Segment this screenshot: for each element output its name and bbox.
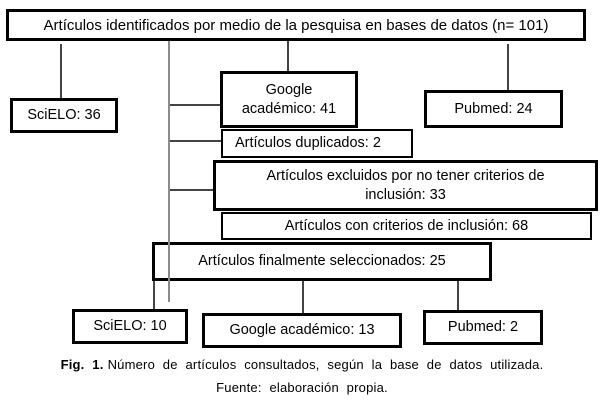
- node-final-selected-label: Artículos finalmente seleccionados: 25: [198, 253, 446, 269]
- node-final-selected: Artículos finalmente seleccionados: 25: [152, 242, 492, 281]
- node-google-initial: Google académico: 41: [220, 71, 358, 128]
- connector-spine-to-google-initial: [168, 104, 220, 106]
- node-pubmed-initial-label: Pubmed: 24: [454, 100, 533, 117]
- node-excluded-articles-label: Artículos excluidos por no tener criteri…: [266, 167, 545, 203]
- node-articles-identified: Artículos identificados por medio de la …: [6, 9, 586, 41]
- node-pubmed-final-label: Pubmed: 2: [447, 319, 519, 335]
- node-excluded-articles: Artículos excluidos por no tener criteri…: [213, 160, 598, 211]
- connector-spine-to-excluded: [168, 189, 213, 191]
- node-pubmed-initial: Pubmed: 24: [424, 90, 563, 128]
- figure-caption: Fig. 1.Número de artículos consultados, …: [0, 353, 604, 399]
- caption-fig-text: Número de artículos consultados, según l…: [107, 357, 544, 372]
- node-scielo-final: SciELO: 10: [72, 309, 188, 344]
- node-google-final: Google académico: 13: [202, 313, 402, 348]
- caption-source: Fuente: elaboración propia.: [216, 380, 388, 395]
- caption-line-1: Fig. 1.Número de artículos consultados, …: [0, 353, 604, 376]
- node-duplicated-articles-label: Artículos duplicados: 2: [235, 135, 381, 151]
- node-scielo-final-label: SciELO: 10: [93, 318, 167, 334]
- caption-fig-label: Fig. 1.: [60, 357, 104, 372]
- node-google-initial-label: Google académico: 41: [241, 81, 337, 117]
- connector-spine: [168, 41, 170, 302]
- connector-top-to-pubmed-initial: [507, 44, 509, 90]
- node-duplicated-articles: Artículos duplicados: 2: [221, 129, 413, 158]
- connector-final-to-google-final: [302, 281, 304, 313]
- node-google-final-label: Google académico: 13: [229, 322, 375, 338]
- connector-top-to-scielo-initial: [60, 44, 62, 98]
- connector-final-to-scielo-final: [153, 281, 155, 309]
- connector-spine-to-duplicated: [168, 140, 221, 142]
- node-criteria-articles: Artículos con criterios de inclusión: 68: [221, 212, 592, 240]
- node-scielo-initial-label: SciELO: 36: [27, 107, 101, 123]
- node-articles-identified-label: Artículos identificados por medio de la …: [43, 16, 549, 34]
- connector-top-to-google-initial: [287, 41, 289, 71]
- node-scielo-initial: SciELO: 36: [10, 98, 118, 133]
- connector-final-to-pubmed-final: [457, 281, 459, 310]
- node-pubmed-final: Pubmed: 2: [423, 310, 543, 345]
- node-criteria-articles-label: Artículos con criterios de inclusión: 68: [284, 217, 529, 234]
